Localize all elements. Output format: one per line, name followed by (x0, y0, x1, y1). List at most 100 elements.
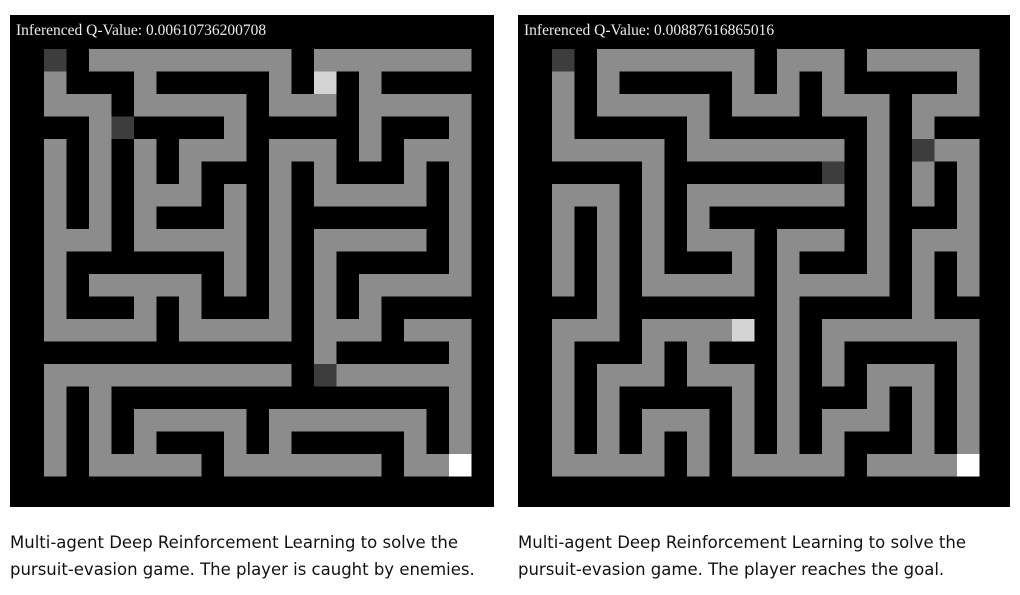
path-tile (822, 94, 845, 117)
path-tile (822, 139, 845, 162)
path-tile (224, 94, 247, 117)
path-tile (777, 364, 800, 387)
path-tile (426, 49, 449, 72)
path-tile (449, 116, 472, 139)
path-tile (359, 116, 382, 139)
path-tile (336, 319, 359, 342)
path-tile (664, 94, 687, 117)
path-tile (269, 431, 292, 454)
path-tile (381, 49, 404, 72)
path-tile (156, 229, 179, 252)
path-tile (597, 71, 620, 94)
path-tile (179, 319, 202, 342)
path-tile (867, 319, 890, 342)
path-tile (134, 49, 157, 72)
path-tile (732, 94, 755, 117)
path-tile (314, 184, 337, 207)
path-tile (642, 364, 665, 387)
path-tile (777, 274, 800, 297)
path-tile (134, 184, 157, 207)
path-tile (732, 251, 755, 274)
path-tile (269, 94, 292, 117)
path-tile (642, 49, 665, 72)
path-tile (404, 49, 427, 72)
path-tile (426, 139, 449, 162)
path-tile (889, 364, 912, 387)
path-tile (574, 184, 597, 207)
path-tile (359, 296, 382, 319)
figure-caption: Multi-agent Deep Reinforcement Learning … (518, 529, 1010, 583)
path-tile (889, 319, 912, 342)
path-tile (597, 274, 620, 297)
path-tile (269, 206, 292, 229)
path-tile (224, 251, 247, 274)
path-tile (179, 409, 202, 432)
path-tile (597, 184, 620, 207)
path-tile (664, 274, 687, 297)
path-tile (111, 454, 134, 477)
path-tile (844, 409, 867, 432)
path-tile (404, 161, 427, 184)
path-tile (642, 274, 665, 297)
path-tile (246, 364, 269, 387)
path-tile (732, 431, 755, 454)
path-tile (179, 274, 202, 297)
path-tile (246, 454, 269, 477)
path-tile (642, 206, 665, 229)
path-tile (777, 454, 800, 477)
path-tile (732, 409, 755, 432)
path-tile (314, 341, 337, 364)
path-tile (732, 454, 755, 477)
path-tile (449, 431, 472, 454)
path-tile (44, 296, 67, 319)
path-tile (269, 274, 292, 297)
path-tile (66, 94, 89, 117)
path-tile (799, 229, 822, 252)
figure-caption: Multi-agent Deep Reinforcement Learning … (10, 529, 494, 583)
path-tile (314, 229, 337, 252)
path-tile (552, 319, 575, 342)
path-tile (224, 364, 247, 387)
path-tile (777, 71, 800, 94)
path-tile (179, 161, 202, 184)
path-tile (552, 116, 575, 139)
path-tile (642, 341, 665, 364)
path-tile (867, 94, 890, 117)
path-tile (156, 94, 179, 117)
path-tile (957, 94, 980, 117)
path-tile (597, 296, 620, 319)
path-tile (552, 206, 575, 229)
path-tile (89, 229, 112, 252)
path-tile (134, 454, 157, 477)
path-tile (777, 341, 800, 364)
path-tile (687, 319, 710, 342)
path-tile (314, 161, 337, 184)
path-tile (687, 184, 710, 207)
path-tile (912, 296, 935, 319)
path-tile (134, 409, 157, 432)
path-tile (822, 431, 845, 454)
path-tile (44, 229, 67, 252)
path-tile (709, 274, 732, 297)
path-tile (44, 251, 67, 274)
path-tile (44, 409, 67, 432)
path-tile (597, 94, 620, 117)
path-tile (619, 364, 642, 387)
path-tile (642, 229, 665, 252)
path-tile (732, 71, 755, 94)
path-tile (844, 94, 867, 117)
path-tile (844, 319, 867, 342)
path-tile (867, 206, 890, 229)
path-tile (449, 161, 472, 184)
path-tile (89, 431, 112, 454)
game-board: Inferenced Q-Value: 0.00610736200708 (10, 15, 494, 507)
path-tile (111, 364, 134, 387)
path-tile (89, 409, 112, 432)
path-tile (201, 94, 224, 117)
path-tile (844, 274, 867, 297)
player-agent (732, 319, 755, 342)
path-tile (777, 319, 800, 342)
path-tile (336, 364, 359, 387)
enemy-agent (44, 49, 67, 72)
path-tile (687, 229, 710, 252)
